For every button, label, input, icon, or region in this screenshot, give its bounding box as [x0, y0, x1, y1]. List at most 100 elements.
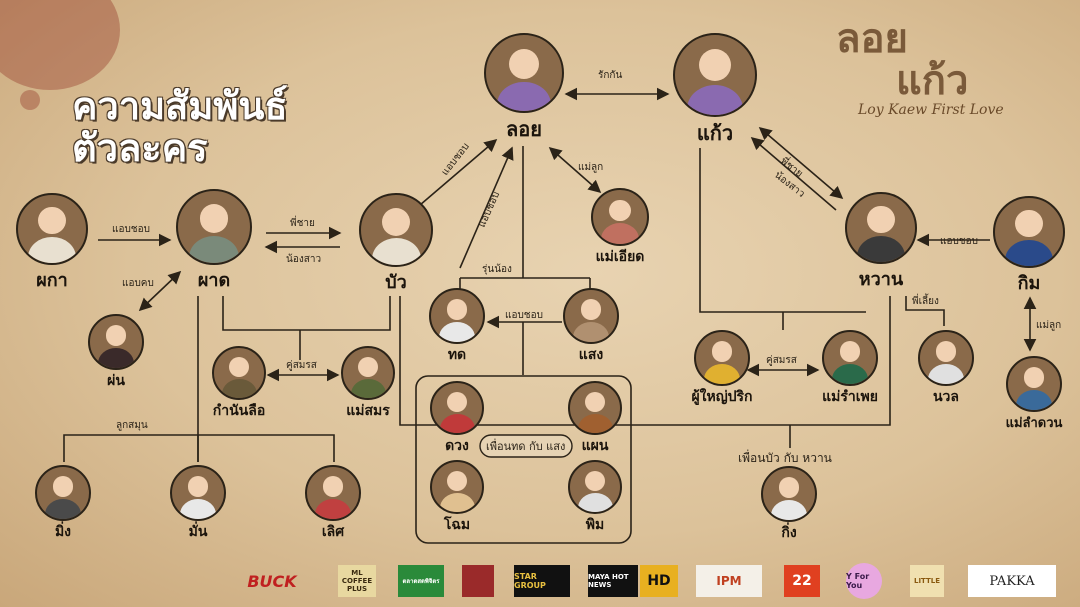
character-duang[interactable]: ดวง [428, 381, 486, 457]
sponsor-logo-ipm: IPM [696, 565, 762, 597]
avatar [845, 192, 917, 264]
character-phaen[interactable]: แผน [566, 381, 624, 457]
label-phuyai-rampoei: คู่สมรส [766, 355, 797, 366]
label-phat-bua-brother: พี่ชาย [290, 215, 315, 229]
character-name: แม่รำเพย [822, 389, 878, 405]
avatar [341, 346, 395, 400]
character-man[interactable]: มั่น [169, 465, 227, 543]
character-name: เลิศ [321, 524, 345, 540]
diagram-title-line2: ตัวละคร [72, 126, 208, 170]
avatar [673, 33, 757, 117]
avatar [568, 381, 622, 435]
avatar [822, 330, 878, 386]
avatar [694, 330, 750, 386]
character-loet[interactable]: เลิศ [304, 465, 362, 543]
label-thot-loy: แอบชอบ [477, 190, 502, 229]
avatar [429, 288, 485, 344]
label-friends-bua-waan: เพื่อนบัว กับ หวาน [738, 449, 832, 465]
sponsor-logo-talad: ตลาดสดพิจิตร [398, 565, 444, 597]
avatar [761, 466, 817, 522]
character-name: โฉม [443, 517, 471, 533]
character-nuan[interactable]: นวล [917, 330, 975, 408]
avatar [918, 330, 974, 386]
logo-english: Loy Kaew First Love [858, 102, 1004, 118]
character-kamnan-lue[interactable]: กำนันลือ [204, 346, 274, 422]
character-name: พิม [585, 517, 605, 533]
character-chom[interactable]: โฉม [428, 460, 486, 536]
character-name: ผ่น [107, 373, 125, 389]
avatar [591, 188, 649, 246]
label-bua-phat-sister: น้องสาว [286, 253, 321, 265]
avatar [430, 460, 484, 514]
label-loy-kaew: รักกัน [598, 70, 622, 81]
character-name: ผู้ใหญ่ปริก [691, 389, 753, 405]
character-saeng[interactable]: แสง [562, 288, 620, 366]
character-name: กิม [1017, 273, 1041, 294]
diagram-title-line1: ความสัมพันธ์ [72, 84, 288, 128]
label-saeng-thot: แอบชอบ [505, 310, 543, 321]
label-friends-thot-saeng: เพื่อนทด กับ แสง [486, 438, 565, 453]
avatar [212, 346, 266, 400]
character-name: แผน [581, 438, 609, 454]
label-kim-lamduan: แม่ลูก [1036, 320, 1061, 331]
sponsor-logo-y-for-you: Y For You [846, 563, 882, 599]
character-name: กิ่ง [781, 525, 797, 541]
character-kim[interactable]: กิม [990, 196, 1068, 297]
character-mae-iad[interactable]: แม่เอียด [588, 188, 652, 268]
logo-thai-line1: ลอย [836, 16, 908, 62]
label-pakha-phat: แอบชอบ [112, 224, 150, 235]
character-name: แม่เอียด [595, 249, 645, 265]
label-luk-somun: ลูกสมุน [116, 420, 148, 431]
label-loy-maeiad: แม่ลูก [578, 162, 603, 173]
character-king[interactable]: กิ่ง [760, 466, 818, 544]
character-mae-samon[interactable]: แม่สมร [336, 346, 400, 422]
sponsor-logo-star-group: STAR GROUP [514, 565, 570, 597]
character-mae-rampoei[interactable]: แม่รำเพย [812, 330, 888, 408]
avatar [568, 460, 622, 514]
character-phim[interactable]: พิม [566, 460, 624, 536]
avatar [359, 193, 433, 267]
label-phon-phat: แอบคบ [122, 278, 154, 289]
character-name: บัว [385, 272, 407, 293]
character-thot[interactable]: ทด [428, 288, 486, 366]
character-name: แม่สมร [346, 403, 390, 419]
character-name: ลอย [506, 117, 542, 141]
character-name: ดวง [445, 438, 469, 454]
character-phuyai-prik[interactable]: ผู้ใหญ่ปริก [684, 330, 760, 408]
avatar [430, 381, 484, 435]
sponsor-logo-red-badge [462, 565, 494, 597]
character-name: ผกา [36, 270, 68, 291]
sponsor-logo-22: 22 [784, 565, 820, 597]
avatar [993, 196, 1065, 268]
avatar [35, 465, 91, 521]
avatar [484, 33, 564, 113]
character-name: นวล [932, 389, 959, 405]
logo-thai-line2: แก้ว [896, 58, 969, 104]
sponsor-logo-pakka: PAKKA [968, 565, 1056, 597]
avatar [1006, 356, 1062, 412]
label-kim-waan: แอบชอบ [940, 236, 978, 247]
character-waan[interactable]: หวาน [842, 192, 920, 293]
character-phon[interactable]: ผ่น [88, 314, 144, 392]
character-name: ผาด [197, 270, 231, 291]
character-kaew[interactable]: แก้ว [672, 33, 758, 149]
avatar [563, 288, 619, 344]
character-name: มั่น [188, 524, 208, 540]
avatar [305, 465, 361, 521]
character-name: แสง [578, 347, 604, 363]
avatar [176, 189, 252, 265]
character-pakha[interactable]: ผกา [14, 193, 90, 294]
character-phat[interactable]: ผาด [174, 189, 254, 294]
character-mae-lamduan[interactable]: แม่ลำดวน [994, 356, 1074, 433]
sponsor-logo-little: LITTLE [910, 565, 944, 597]
character-bua[interactable]: บัว [356, 193, 436, 296]
label-bua-loy: แอบชอบ [440, 141, 472, 178]
character-name: กำนันลือ [212, 403, 266, 419]
character-name: หวาน [858, 269, 904, 290]
character-loy[interactable]: ลอย [484, 33, 564, 145]
character-name: แม่ลำดวน [1005, 416, 1063, 431]
character-ming[interactable]: มิ่ง [34, 465, 92, 543]
blood-splatter-decoration [20, 90, 40, 110]
avatar [16, 193, 88, 265]
